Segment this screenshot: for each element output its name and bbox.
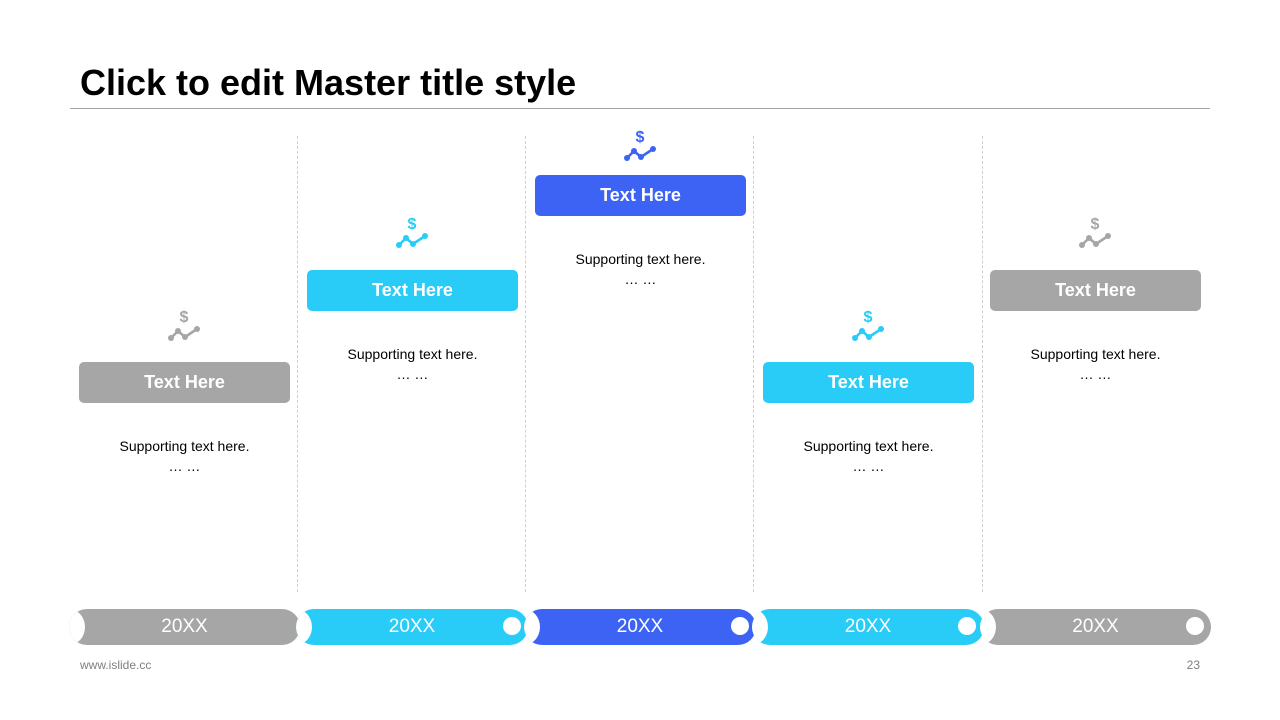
timeline-notch xyxy=(752,609,768,645)
column-divider xyxy=(525,136,526,592)
column-divider xyxy=(753,136,754,592)
svg-text:$: $ xyxy=(1091,216,1100,233)
column-label[interactable]: Text Here xyxy=(307,270,518,311)
timeline-year: 20XX xyxy=(616,616,664,637)
timeline-dot xyxy=(958,617,976,635)
dollar-trend-icon: $ xyxy=(167,308,203,344)
timeline-year: 20XX xyxy=(388,616,436,637)
column-divider xyxy=(982,136,983,592)
dollar-trend-icon: $ xyxy=(1078,215,1114,251)
timeline-year: 20XX xyxy=(1072,616,1119,637)
timeline-dot xyxy=(503,617,521,635)
timeline-segment-2[interactable]: 20XX xyxy=(296,609,528,645)
column-label[interactable]: Text Here xyxy=(763,362,974,403)
timeline-dot xyxy=(731,617,749,635)
column-label[interactable]: Text Here xyxy=(79,362,290,403)
timeline-segment-1[interactable]: 20XX xyxy=(69,609,300,645)
supporting-text[interactable]: Supporting text here. … … xyxy=(119,438,250,474)
timeline-dot xyxy=(1186,617,1204,635)
timeline-segment-3[interactable]: 20XX xyxy=(524,609,756,645)
svg-text:$: $ xyxy=(180,309,189,326)
footer-url: www.islide.cc xyxy=(80,658,152,672)
page-number: 23 xyxy=(1186,658,1200,672)
timeline-year: 20XX xyxy=(844,616,892,637)
column-label[interactable]: Text Here xyxy=(535,175,746,216)
dollar-trend-icon: $ xyxy=(623,128,659,164)
column-divider xyxy=(297,136,298,592)
supporting-text[interactable]: Supporting text here. … … xyxy=(803,438,934,474)
timeline-notch xyxy=(69,609,85,645)
dollar-trend-icon: $ xyxy=(851,308,887,344)
slide-title[interactable]: Click to edit Master title style xyxy=(80,62,577,103)
timeline-year: 20XX xyxy=(161,616,208,637)
timeline-notch xyxy=(296,609,312,645)
timeline-notch xyxy=(524,609,540,645)
svg-text:$: $ xyxy=(408,216,417,233)
svg-text:$: $ xyxy=(636,129,645,146)
timeline-segment-5[interactable]: 20XX xyxy=(980,609,1211,645)
svg-text:$: $ xyxy=(864,309,873,326)
column-label[interactable]: Text Here xyxy=(990,270,1201,311)
supporting-text[interactable]: Supporting text here. … … xyxy=(347,346,478,382)
supporting-text[interactable]: Supporting text here. … … xyxy=(1030,346,1161,382)
timeline-segment-4[interactable]: 20XX xyxy=(752,609,984,645)
supporting-text[interactable]: Supporting text here. … … xyxy=(575,251,706,287)
title-underline xyxy=(70,108,1210,109)
dollar-trend-icon: $ xyxy=(395,215,431,251)
timeline-notch xyxy=(980,609,996,645)
